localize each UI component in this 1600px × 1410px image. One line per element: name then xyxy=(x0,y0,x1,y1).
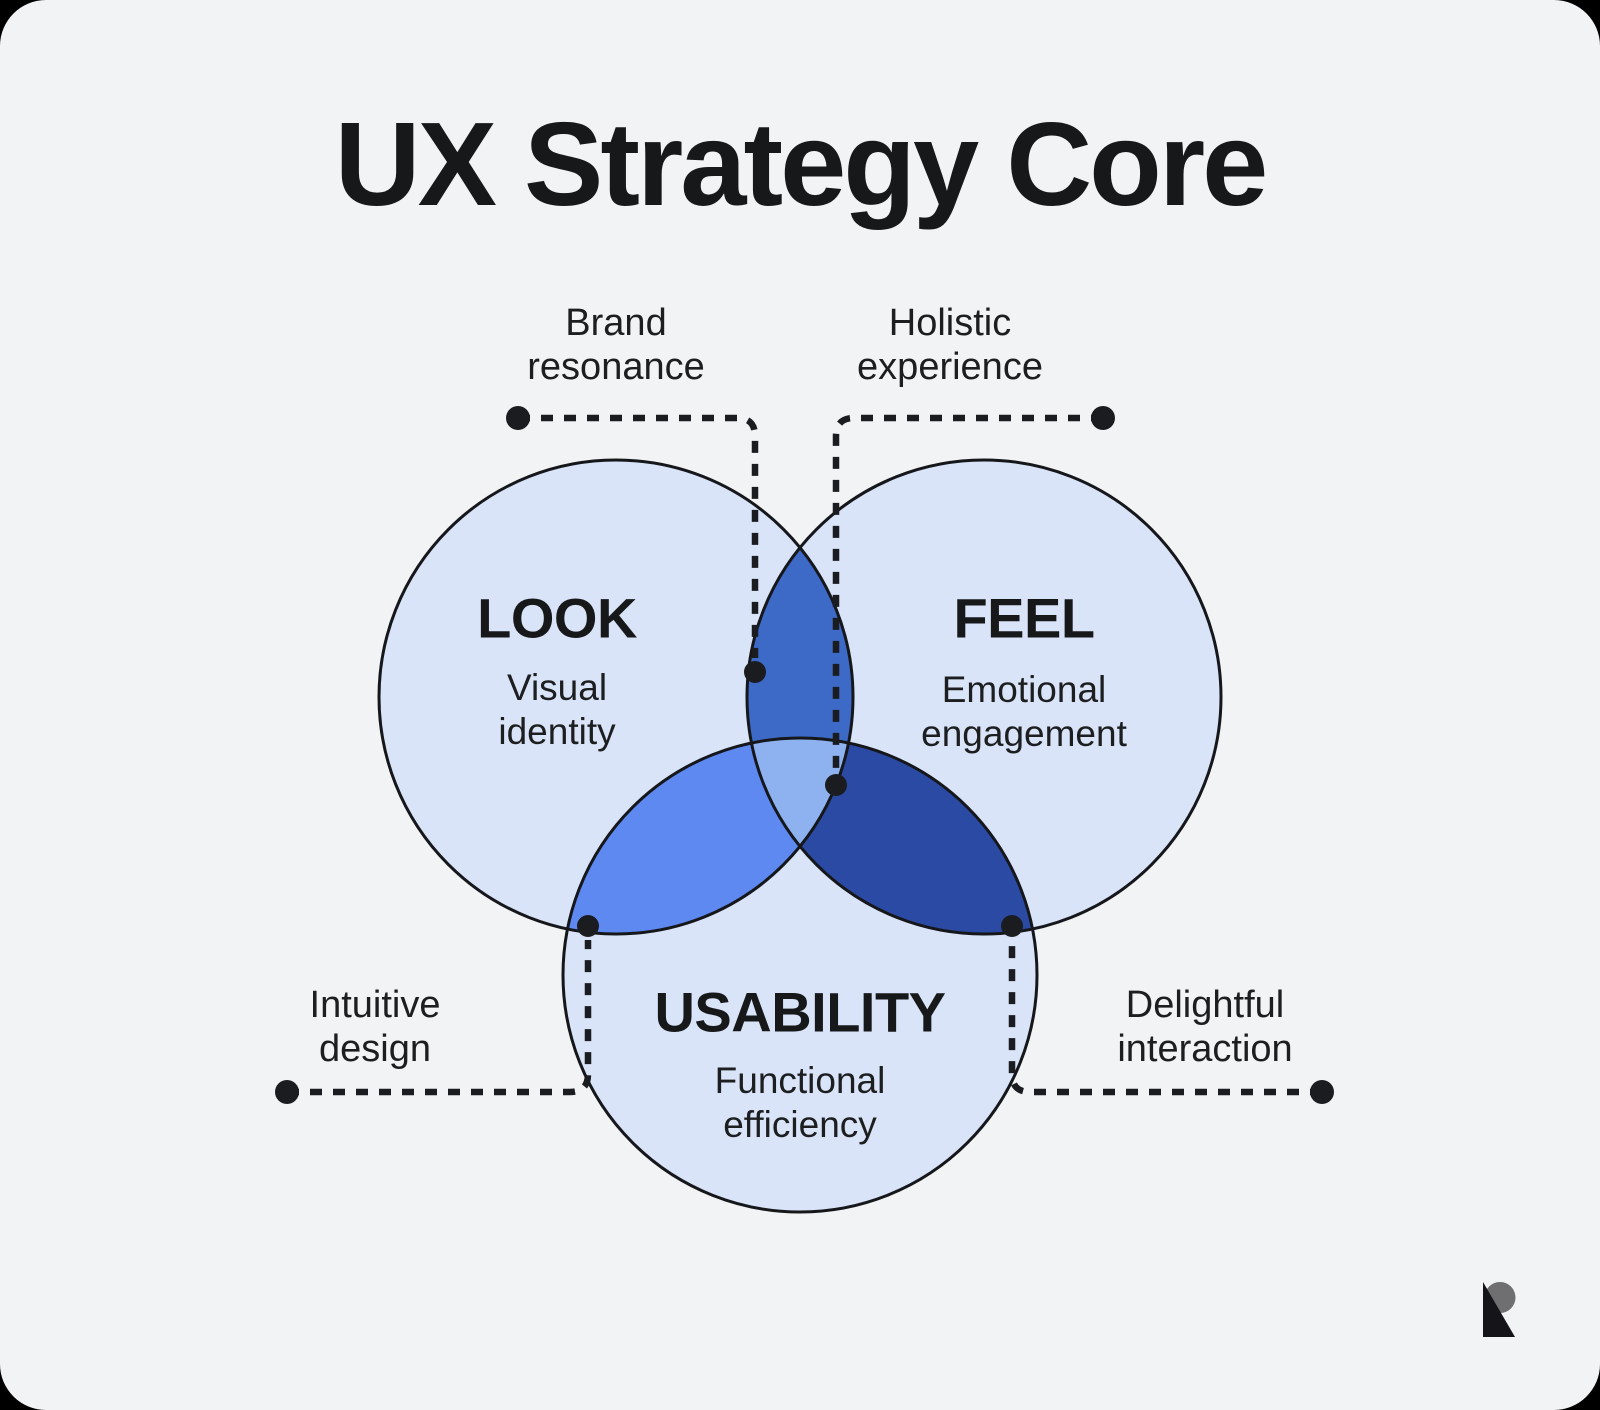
circle-sub-look: Visual identity xyxy=(498,667,616,752)
connector-brand-resonance xyxy=(506,406,766,683)
connector-delightful-interaction xyxy=(1001,915,1334,1104)
connector-line-brand-resonance xyxy=(518,414,759,658)
callout-holistic-experience: Holistic experience xyxy=(857,302,1043,388)
connector-dot-delightful-interaction-label xyxy=(1310,1080,1334,1104)
connector-line-intuitive-design xyxy=(287,940,592,1096)
circle-title-usability: USABILITY xyxy=(654,980,946,1044)
circle-title-feel: FEEL xyxy=(953,586,1095,650)
connector-dot-look-usability-region xyxy=(577,915,599,937)
connector-dot-brand-resonance-label xyxy=(506,406,530,430)
connector-dot-feel-usability-region xyxy=(1001,915,1023,937)
connector-dot-holistic-experience-label xyxy=(1091,406,1115,430)
connector-dot-look-feel-region xyxy=(744,661,766,683)
connector-intuitive-design xyxy=(275,915,599,1104)
connector-dot-center-region xyxy=(825,774,847,796)
callout-intuitive-design: Intuitive design xyxy=(309,984,441,1070)
connector-holistic-experience xyxy=(825,406,1115,796)
page-title: UX Strategy Core xyxy=(334,98,1269,232)
circle-sub-usability: Functional efficiency xyxy=(714,1060,886,1145)
abstract-r-logo xyxy=(1483,1282,1516,1337)
circle-sub-feel: Emotional engagement xyxy=(921,669,1127,754)
connector-line-delightful-interaction xyxy=(1008,940,1322,1096)
logo-wedge xyxy=(1483,1282,1515,1337)
callout-delightful-interaction: Delightful interaction xyxy=(1117,984,1293,1070)
connector-dot-intuitive-design-label xyxy=(275,1080,299,1104)
circle-title-look: LOOK xyxy=(477,586,637,650)
connector-line-holistic-experience xyxy=(832,414,1103,771)
callout-brand-resonance: Brand resonance xyxy=(527,302,705,388)
